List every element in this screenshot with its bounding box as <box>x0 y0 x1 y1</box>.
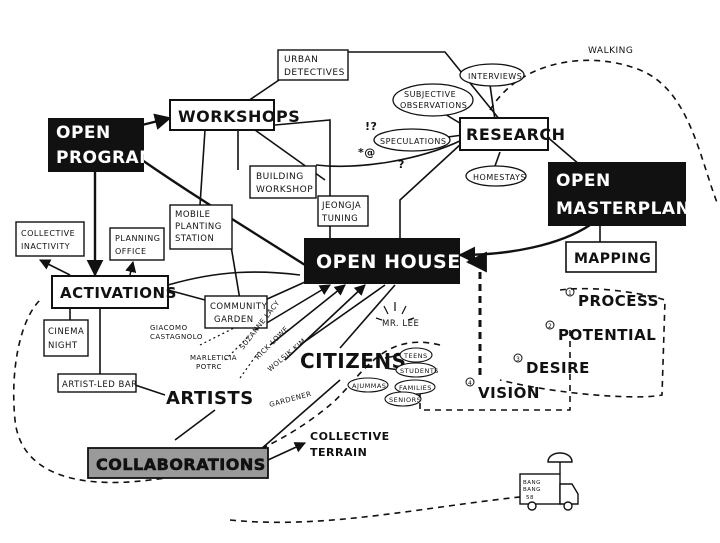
svg-text:GIACOMO: GIACOMO <box>150 324 188 332</box>
svg-text:VISION: VISION <box>478 384 540 402</box>
svg-text:MR. LEE: MR. LEE <box>382 319 419 329</box>
collective-terrain-label: COLLECTIVE TERRAIN <box>310 430 390 459</box>
svg-text:BUILDING: BUILDING <box>256 172 304 182</box>
svg-text:SENIORS: SENIORS <box>389 396 421 404</box>
svg-text:COLLABORATIONS: COLLABORATIONS <box>96 455 266 474</box>
planning-office-box: PLANNING OFFICE <box>109 227 165 261</box>
svg-text:MAPPING: MAPPING <box>574 251 651 267</box>
jeongja-tuning-box: JEONGJA TUNING <box>317 195 369 227</box>
svg-text:POTENTIAL: POTENTIAL <box>558 326 656 344</box>
svg-text:PROCESS: PROCESS <box>578 292 659 310</box>
gardener-label: GARDENER <box>268 390 312 409</box>
workshops-box: WORKSHOPS <box>169 99 300 131</box>
open-masterplan-box: OPEN MASTERPLAN <box>548 162 690 226</box>
svg-text:MASTERPLAN: MASTERPLAN <box>556 199 690 219</box>
svg-text:!?: !? <box>365 120 377 133</box>
svg-text:GARDEN: GARDEN <box>214 315 254 325</box>
svg-text:OFFICE: OFFICE <box>115 247 147 256</box>
svg-text:TEENS: TEENS <box>403 352 428 360</box>
open-program-box: OPEN PROGRAM <box>48 118 157 172</box>
mr-lee-label: MR. LEE <box>375 302 419 329</box>
community-garden-box: COMMUNITY GARDEN <box>204 295 268 329</box>
open-house-box: OPEN HOUSE <box>304 238 461 284</box>
mapping-box: MAPPING <box>565 241 657 273</box>
svg-text:4: 4 <box>468 380 472 387</box>
svg-text:POTRC: POTRC <box>196 363 222 371</box>
van-icon <box>519 452 579 511</box>
svg-text:BANG: BANG <box>523 480 541 486</box>
collaborations-box: COLLABORATIONS <box>87 447 269 479</box>
svg-text:WORKSHOP: WORKSHOP <box>256 185 313 195</box>
svg-text:INACTIVITY: INACTIVITY <box>21 242 70 251</box>
svg-text:OPEN: OPEN <box>56 123 111 143</box>
svg-text:2: 2 <box>548 323 552 330</box>
svg-text:ARTIST-LED BAR: ARTIST-LED BAR <box>62 380 138 390</box>
svg-text:BANG: BANG <box>523 487 541 493</box>
svg-text:PROGRAM: PROGRAM <box>56 148 157 168</box>
svg-text:TERRAIN: TERRAIN <box>310 446 367 459</box>
svg-text:WORKSHOPS: WORKSHOPS <box>178 107 300 126</box>
mobile-planting-station-box: MOBILE PLANTING STATION <box>169 204 233 250</box>
svg-text:COLLECTIVE: COLLECTIVE <box>21 229 75 238</box>
cinema-night-box: CINEMA NIGHT <box>43 319 89 357</box>
svg-text:?: ? <box>398 158 405 171</box>
svg-text:DETECTIVES: DETECTIVES <box>284 68 345 78</box>
svg-text:STUDENTS: STUDENTS <box>400 367 439 375</box>
svg-text:COLLECTIVE: COLLECTIVE <box>310 430 390 443</box>
svg-text:3: 3 <box>516 356 520 363</box>
activations-box: ACTIVATIONS <box>51 275 177 309</box>
svg-text:OBSERVATIONS: OBSERVATIONS <box>400 101 467 110</box>
mapping-steps: 1 PROCESS 2 POTENTIAL 3 DESIRE 4 VISION <box>465 287 659 402</box>
building-workshop-box: BUILDING WORKSHOP <box>249 165 317 199</box>
svg-text:*@: *@ <box>358 146 376 159</box>
svg-text:INTERVIEWS: INTERVIEWS <box>468 72 522 81</box>
subjective-observations-bubble: SUBJECTIVE OBSERVATIONS <box>392 83 474 117</box>
svg-text:HOMESTAYS: HOMESTAYS <box>473 173 526 182</box>
research-box: RESEARCH <box>459 117 566 151</box>
svg-text:CASTAGNOLO: CASTAGNOLO <box>150 333 203 341</box>
svg-text:SPECULATIONS: SPECULATIONS <box>380 137 447 146</box>
svg-text:ACTIVATIONS: ACTIVATIONS <box>60 284 177 302</box>
walking-label: WALKING <box>588 46 633 56</box>
vision-arrow <box>465 251 487 375</box>
svg-text:OPEN: OPEN <box>556 171 611 191</box>
walking-path <box>12 59 719 524</box>
artist-led-bar-box: ARTIST-LED BAR <box>57 373 138 393</box>
svg-text:PLANNING: PLANNING <box>115 234 160 243</box>
svg-text:FAMILIES: FAMILIES <box>399 384 432 392</box>
svg-text:STATION: STATION <box>175 234 214 244</box>
svg-text:JEONGJA: JEONGJA <box>321 201 361 211</box>
svg-text:CINEMA: CINEMA <box>48 327 84 337</box>
svg-text:DESIRE: DESIRE <box>526 359 590 377</box>
svg-text:AJUMMAS: AJUMMAS <box>352 382 386 390</box>
speculations-bubble: SPECULATIONS !? *@ ? <box>358 120 451 171</box>
svg-text:MOBILE: MOBILE <box>175 210 210 220</box>
svg-text:PLANTING: PLANTING <box>175 222 222 232</box>
svg-text:TUNING: TUNING <box>321 214 358 224</box>
svg-text:SUBJECTIVE: SUBJECTIVE <box>404 90 456 99</box>
svg-text:RESEARCH: RESEARCH <box>466 125 566 144</box>
svg-text:1: 1 <box>568 290 572 297</box>
homestays-bubble: HOMESTAYS <box>465 165 527 187</box>
svg-text:URBAN: URBAN <box>284 55 318 65</box>
svg-text:COMMUNITY: COMMUNITY <box>210 302 268 312</box>
svg-text:NIGHT: NIGHT <box>48 341 78 351</box>
svg-text:58: 58 <box>526 495 534 501</box>
collective-inactivity-box: COLLECTIVE INACTIVITY <box>15 221 85 257</box>
artists-label: ARTISTS <box>166 388 254 409</box>
citizens-label: CITIZENS <box>300 349 407 373</box>
citizen-groups: TEENS STUDENTS AJUMMAS FAMILIES SENIORS <box>347 347 439 407</box>
svg-text:MARLETICIA: MARLETICIA <box>190 354 237 362</box>
interviews-bubble: INTERVIEWS <box>459 63 525 87</box>
urban-detectives-box: URBAN DETECTIVES <box>277 49 349 81</box>
bang-bang-label: BANG BANG 58 <box>523 480 541 501</box>
svg-text:OPEN HOUSE: OPEN HOUSE <box>316 251 461 273</box>
